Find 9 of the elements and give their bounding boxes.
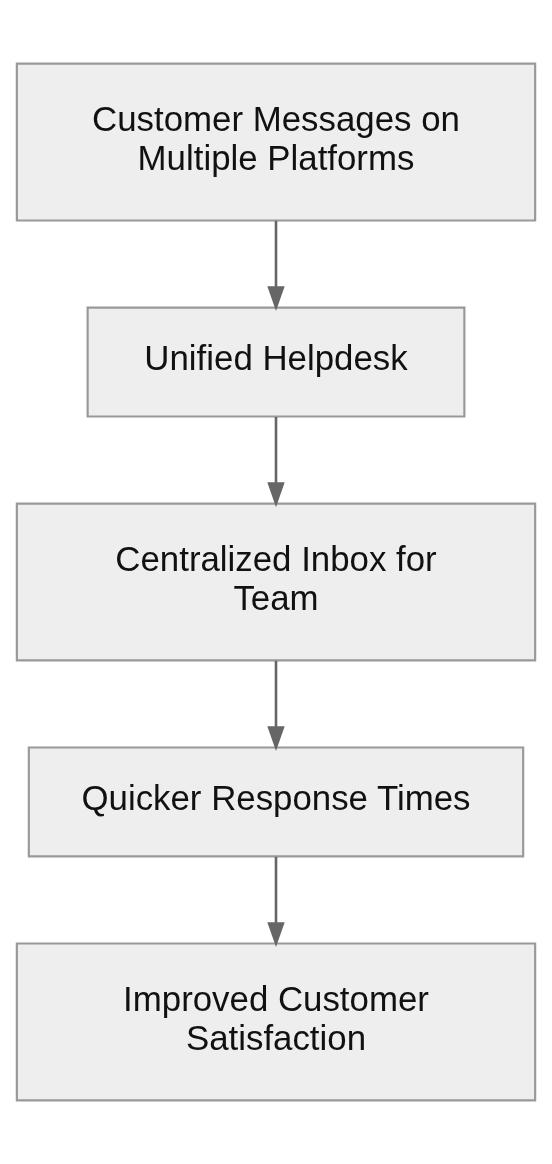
- node-box: Customer Messages on Multiple Platforms: [15, 62, 537, 222]
- arrow: [267, 856, 285, 948]
- arrow: [267, 660, 285, 751]
- arrow: [267, 220, 285, 312]
- node-box: Quicker Response Times: [27, 746, 525, 858]
- node-box: Centralized Inbox for Team: [15, 502, 537, 662]
- node-box: Improved Customer Satisfaction: [15, 942, 537, 1102]
- node-box: Unified Helpdesk: [86, 306, 466, 418]
- arrow: [267, 416, 285, 508]
